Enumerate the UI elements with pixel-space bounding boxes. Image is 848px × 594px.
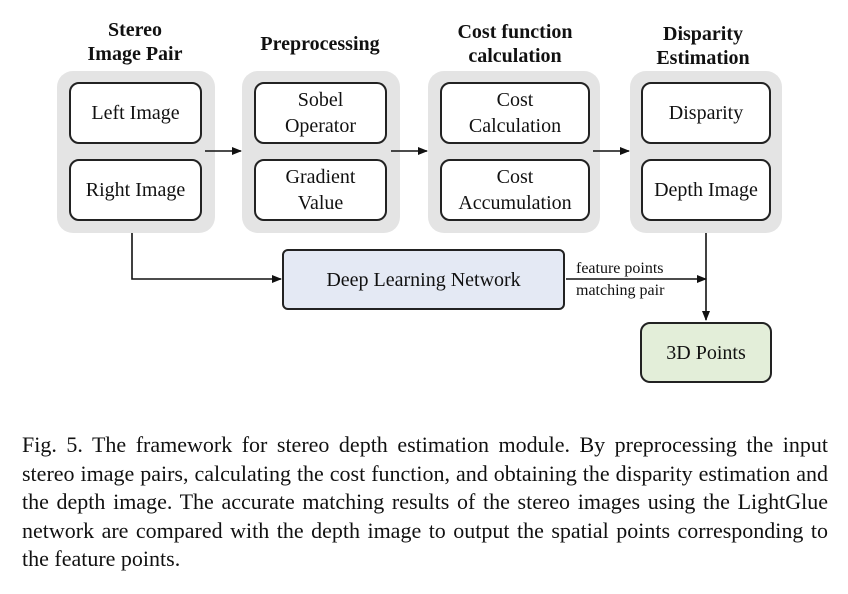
sobel-operator-node: Sobel Operator	[254, 82, 387, 144]
3d-points-node: 3D Points	[640, 322, 772, 383]
left-image-node: Left Image	[69, 82, 202, 144]
arrow-right-image-to-deep-learning	[131, 233, 282, 283]
connector-arrows	[131, 147, 710, 321]
stage-1-title: Stereo Image Pair	[87, 19, 183, 65]
feature-points-label: feature points	[576, 260, 664, 277]
depth-image-node: Depth Image	[641, 159, 771, 221]
cost-calculation-node: Cost Calculation	[440, 82, 590, 144]
right-image-node: Right Image	[69, 159, 202, 221]
gradient-value-node: Gradient Value	[254, 159, 387, 221]
stage-3-title: Cost function calculation	[457, 21, 573, 67]
deep-learning-network-node: Deep Learning Network	[282, 249, 565, 310]
stage-2-title: Preprocessing	[260, 33, 380, 55]
stage-4-title: Disparity Estimation	[656, 23, 750, 69]
figure-caption: Fig. 5. The framework for stereo depth e…	[22, 432, 828, 571]
disparity-node: Disparity	[641, 82, 771, 144]
cost-accumulation-node: Cost Accumulation	[440, 159, 590, 221]
matching-pair-label: matching pair	[576, 282, 665, 299]
